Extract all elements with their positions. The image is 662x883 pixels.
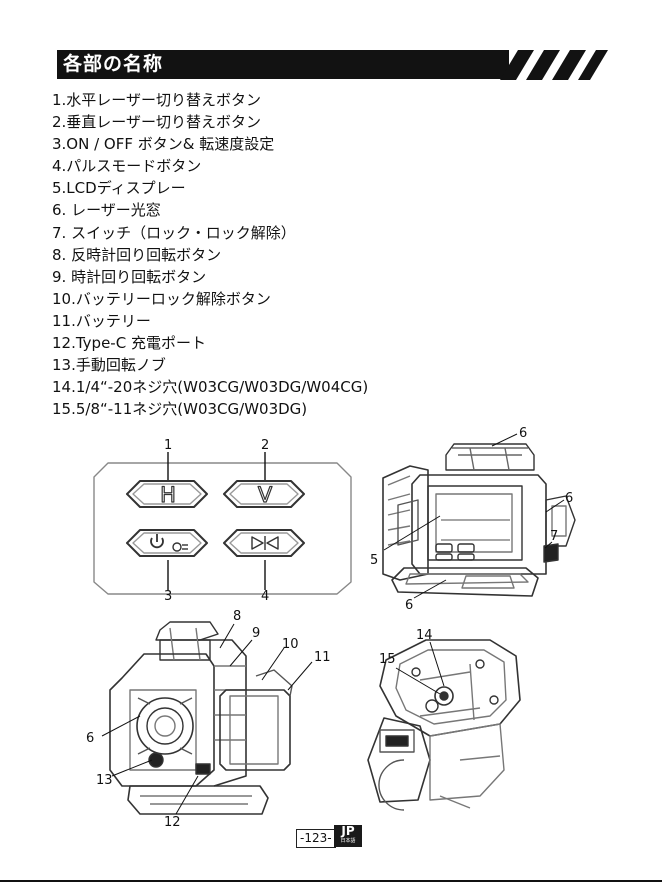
callout-left-10: 10 (282, 637, 299, 652)
part-item: 9. 時計回り回転ボタン (52, 267, 207, 286)
power-icon (150, 537, 164, 549)
left-view-diagram (109, 621, 293, 815)
bottom-rule (0, 880, 662, 882)
callout-left-11: 11 (314, 650, 331, 665)
callout-panel-1: 1 (164, 438, 173, 453)
section-header-bar (57, 50, 509, 79)
part-item: 11.バッテリー (52, 311, 151, 330)
part-item: 6. レーザー光窓 (52, 201, 161, 220)
part-item: 14.1/4“-20ネジ穴(W03CG/W03DG/W04CG) (52, 378, 369, 397)
front-view-diagram (382, 443, 576, 597)
part-item: 1.水平レーザー切り替えボタン (52, 91, 262, 109)
page-number: -123- (296, 829, 336, 848)
part-item: 8. 反時計回り回転ボタン (52, 245, 222, 264)
parts-list: 1.水平レーザー切り替えボタン 2.垂直レーザー切り替えボタン 3.ON / O… (52, 89, 368, 420)
section-title: 各部の名称 (63, 53, 164, 75)
v-button-label: V (258, 483, 273, 507)
part-item: 7. スイッチ（ロック・ロック解除） (52, 223, 296, 242)
callout-bottom-14: 14 (416, 628, 433, 643)
callout-left-6: 6 (86, 731, 95, 746)
language-name: 日本語 (340, 838, 356, 844)
callout-bottom-15: 15 (379, 652, 396, 667)
power-button-diagram (126, 529, 208, 557)
callout-left-9: 9 (252, 626, 261, 641)
h-button-label: H (160, 483, 176, 507)
callout-front-7: 7 (550, 529, 559, 544)
callout-front-5: 5 (370, 553, 379, 568)
part-item: 4.パルスモードボタン (52, 157, 202, 176)
speed-icon (172, 542, 182, 552)
language-code: JP (341, 824, 355, 838)
header-stripes-decoration (500, 50, 608, 80)
callout-panel-3: 3 (164, 589, 173, 604)
part-item: 3.ON / OFF ボタン& 転速度設定 (52, 135, 275, 154)
part-item: 10.バッテリーロック解除ボタン (52, 289, 271, 308)
callout-front-6-bottom: 6 (405, 598, 414, 613)
v-button-diagram: V (223, 480, 305, 508)
callout-front-6-top: 6 (519, 426, 528, 441)
part-item: 5.LCDディスプレー (52, 179, 186, 198)
callout-panel-4: 4 (261, 589, 270, 604)
part-item: 2.垂直レーザー切り替えボタン (52, 113, 262, 132)
pulse-icon (251, 536, 264, 550)
bottom-view-diagram (367, 639, 521, 811)
part-item: 12.Type-C 充電ポート (52, 334, 206, 353)
callout-panel-2: 2 (261, 438, 270, 453)
pulse-button-diagram (223, 529, 305, 557)
part-item: 15.5/8“-11ネジ穴(W03CG/W03DG) (52, 400, 308, 419)
part-item: 13.手動回転ノブ (52, 356, 166, 375)
callout-front-6-side: 6 (565, 491, 574, 506)
callout-left-13: 13 (96, 773, 113, 788)
callout-left-8: 8 (233, 609, 242, 624)
language-badge: JP 日本語 (334, 825, 362, 847)
leader-lines (101, 433, 565, 815)
h-button-diagram: H (126, 480, 208, 508)
callout-left-12: 12 (164, 815, 181, 830)
control-panel-diagram: H V (93, 452, 352, 595)
